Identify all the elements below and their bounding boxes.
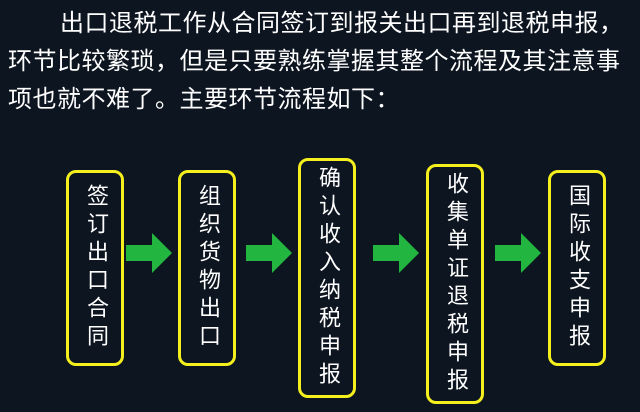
right-arrow-icon <box>373 233 419 273</box>
step-label: 组织货物出口 <box>195 184 220 352</box>
step-sign-contract-box: 签订出口合同 <box>66 170 124 366</box>
step-label: 确认收入纳税申报 <box>315 166 340 390</box>
step-label: 收集单证退税申报 <box>443 172 468 396</box>
right-arrow-icon <box>246 233 292 273</box>
step-label: 签订出口合同 <box>83 184 108 352</box>
step-label: 国际收支申报 <box>565 184 590 352</box>
intro-text: 出口退税工作从合同签订到报关出口再到退税申报，环节比较繁琐，但是只要熟练掌握其整… <box>8 9 624 113</box>
step-balance-of-payments-box: 国际收支申报 <box>548 170 606 366</box>
right-arrow-icon <box>495 233 541 273</box>
step-income-tax-declaration-box: 确认收入纳税申报 <box>298 158 356 398</box>
step-collect-documents-box: 收集单证退税申报 <box>426 164 484 404</box>
intro-paragraph: 出口退税工作从合同签订到报关出口再到退税申报，环节比较繁琐，但是只要熟练掌握其整… <box>8 4 632 118</box>
step-export-goods-box: 组织货物出口 <box>178 170 236 366</box>
right-arrow-icon <box>126 233 172 273</box>
